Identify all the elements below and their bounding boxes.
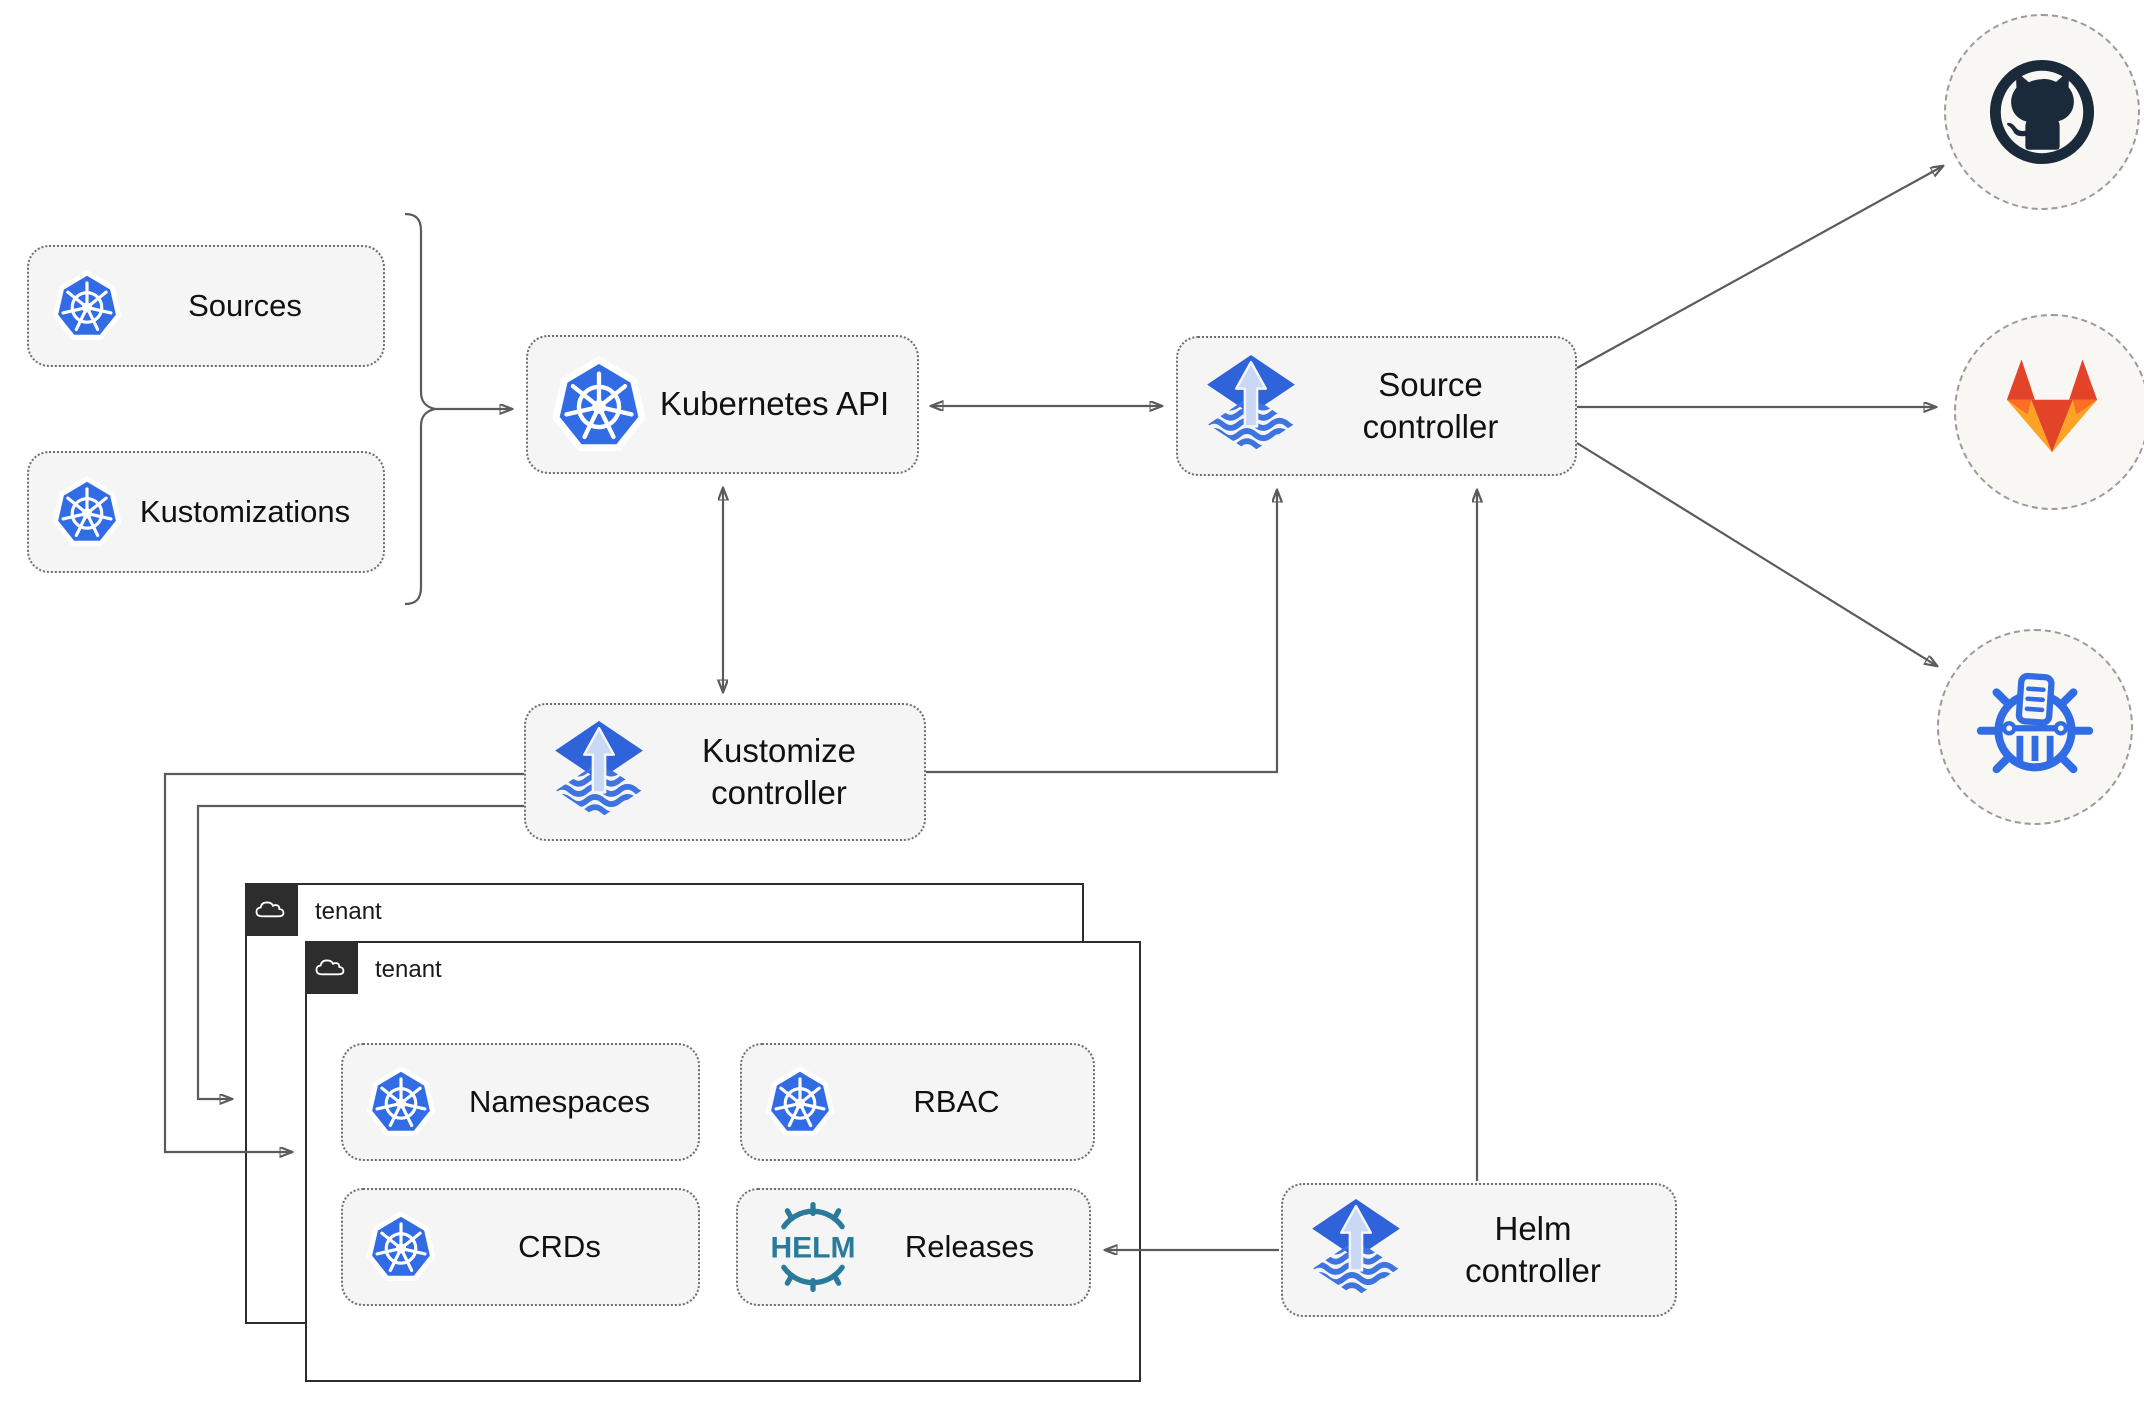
edge-source-controller-to-helm-repository [1576,442,1937,666]
node-helm-controller: Helm controller [1281,1183,1677,1317]
node-kustomizations: Kustomizations [27,451,385,573]
node-label: Sources [188,288,302,324]
node-label: Namespaces [469,1084,650,1120]
node-sources: Sources [27,245,385,367]
cloud-icon [313,954,350,980]
github-icon [1979,49,2105,175]
flux-icon [548,718,650,826]
kubernetes-icon [550,355,648,455]
node-label: Releases [904,1229,1035,1265]
node-namespaces: Namespaces [341,1043,700,1161]
tenant-badge [304,940,358,994]
node-label: Kustomizations [139,494,351,530]
node-rbac: RBAC [740,1043,1095,1161]
gitlab-target [1954,314,2144,510]
kubernetes-icon [764,1065,836,1139]
node-source-controller: Source controller [1176,336,1577,476]
node-label: Helm controller [1465,1209,1601,1289]
node-kubernetes-api: Kubernetes API [526,335,919,474]
tenant-label: tenant [315,898,382,925]
brace-sources-group [404,212,436,606]
node-label: Kustomize controller [701,731,857,811]
tenant-label: tenant [375,956,442,983]
kubernetes-icon [51,475,123,549]
edge-kustomize-to-source-controller [926,490,1277,774]
tenant-badge [244,882,298,936]
cloud-icon [253,896,290,922]
node-kustomize-controller: Kustomize controller [524,703,926,841]
edge-source-controller-to-github [1576,166,1943,369]
tenant-container-inner: tenant [304,940,1141,1382]
gitlab-icon [1991,356,2113,468]
flux-icon [1200,352,1302,460]
helm-logo-icon: HELM [770,1201,856,1293]
node-label: Source controller [1362,365,1499,445]
node-crds: CRDs [341,1188,700,1306]
chartmuseum-icon [1972,664,2098,790]
node-label: CRDs [518,1229,601,1265]
helm-logo-text: HELM [770,1232,855,1265]
helm-repository-target [1937,629,2133,825]
node-label: Kubernetes API [659,385,890,423]
flux-icon [1305,1196,1407,1304]
kubernetes-icon [365,1065,437,1139]
node-label: RBAC [913,1084,1000,1120]
node-releases: HELM Releases [736,1188,1091,1306]
kubernetes-icon [51,269,123,343]
kubernetes-icon [365,1210,437,1284]
github-target [1944,14,2140,210]
